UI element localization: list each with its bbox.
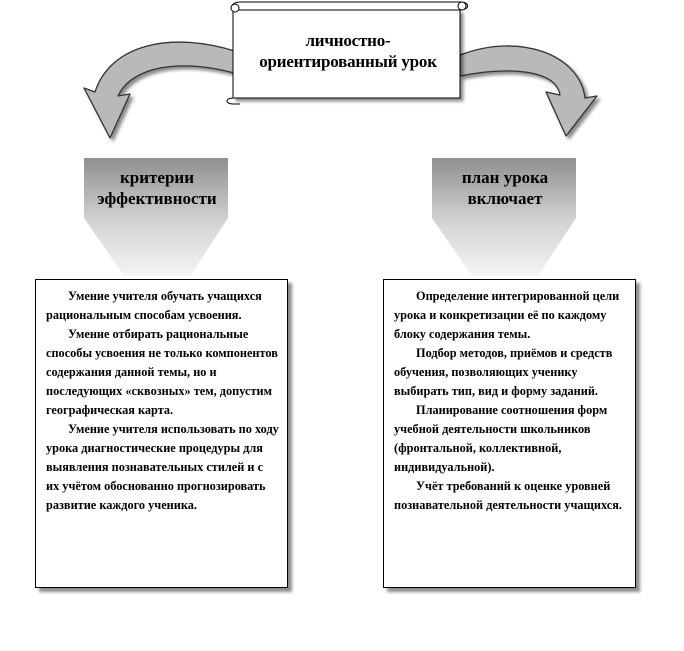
right-plan-card: Определение интегрированной цели урока и…	[383, 279, 636, 588]
right-paragraph: Определение интегрированной цели урока и…	[394, 289, 620, 341]
left-paragraph: Умение учителя обучать учащихся рационал…	[46, 289, 262, 322]
right-paragraph: Подбор методов, приёмов и средств обучен…	[394, 346, 613, 398]
right-paragraph: Планирование соотношения форм учебной де…	[394, 403, 608, 474]
diagram-title: личностно-ориентированный урок	[259, 31, 437, 71]
right-branch-heading: план урока включает	[461, 168, 549, 208]
funnel-right-icon	[432, 158, 576, 276]
left-paragraph: Умение отбирать рациональные способы усв…	[46, 327, 278, 417]
left-branch-heading: критерии эффективности	[97, 168, 217, 208]
curved-arrow-left-icon	[83, 41, 239, 139]
curved-arrow-right-icon	[459, 45, 598, 137]
right-paragraph: Учёт требований к оценке уровней познава…	[394, 479, 622, 512]
scroll-banner-icon	[226, 1, 469, 105]
left-criteria-card: Умение учителя обучать учащихся рационал…	[35, 279, 288, 588]
funnel-left-icon	[84, 158, 228, 276]
left-paragraph: Умение учителя использовать по ходу урок…	[46, 422, 279, 512]
